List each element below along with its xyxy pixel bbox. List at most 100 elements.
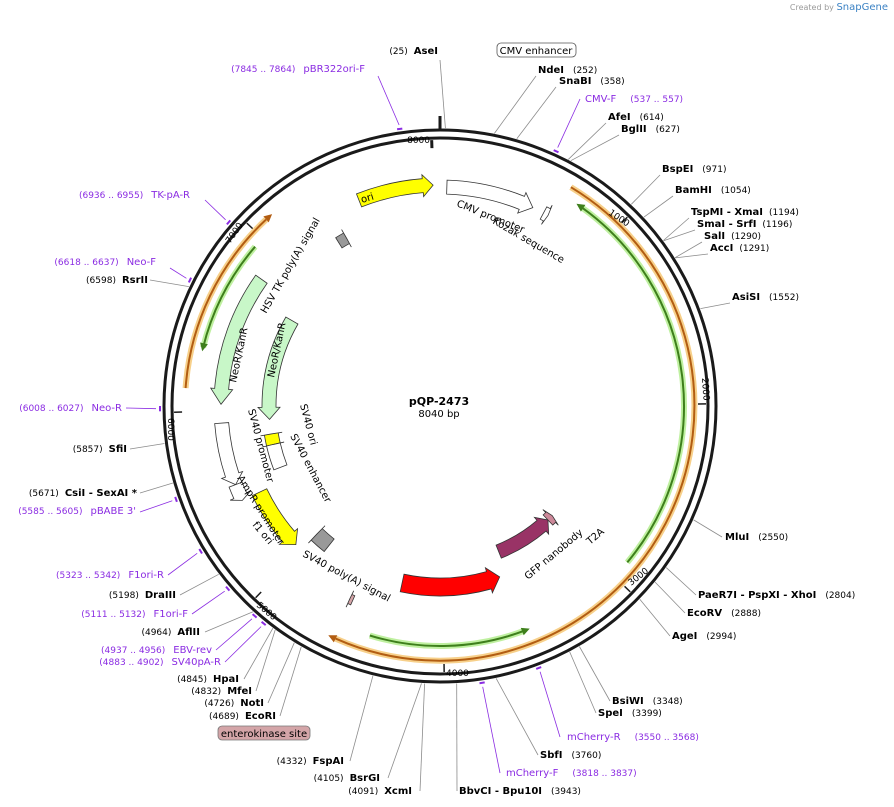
site-afeI: AfeI(614) bbox=[608, 112, 664, 123]
tick-label-8000: 8000 bbox=[407, 136, 430, 146]
primer-cmv-f: CMV-F(537 .. 557) bbox=[585, 94, 683, 105]
site-xcmI: (4091)XcmI bbox=[348, 786, 412, 797]
primer-bar-8 bbox=[251, 613, 258, 619]
mcherry-label: mCherry bbox=[464, 610, 509, 632]
leader-4 bbox=[570, 134, 620, 162]
primer-leader-5 bbox=[139, 500, 173, 513]
primer-labels: (7845 .. 7864)pBR322ori-F CMV-F(537 .. 5… bbox=[18, 64, 699, 779]
site-mluI: MluI(2550) bbox=[725, 532, 788, 543]
leader-25 bbox=[255, 629, 276, 692]
primer-bar-11 bbox=[479, 681, 485, 685]
site-speI: SpeI(3399) bbox=[598, 708, 662, 719]
primer-bar-7 bbox=[225, 585, 231, 592]
primer-bar-9 bbox=[260, 621, 267, 626]
cmv-enhancer-label: CMV enhancer bbox=[500, 46, 574, 57]
hsv-polya-label: HSV TK poly(A) signal bbox=[259, 216, 323, 315]
leader-21 bbox=[387, 683, 422, 779]
site-bspEI: BspEI(971) bbox=[662, 164, 727, 175]
primer-bar-6 bbox=[198, 548, 203, 555]
leader-23 bbox=[279, 646, 302, 717]
primer-tk-pa-r: (6936 .. 6955)TK-pA-R bbox=[79, 190, 190, 201]
primer-neo-r: (6008 .. 6027)Neo-R bbox=[19, 403, 122, 414]
leader-27 bbox=[204, 611, 254, 633]
primer-bar-5 bbox=[174, 496, 178, 503]
leader-12 bbox=[693, 519, 723, 538]
kozak-label: Kozak sequence bbox=[491, 216, 566, 266]
tick-label-4000: 4000 bbox=[446, 669, 469, 679]
primer-bar-1 bbox=[553, 149, 559, 154]
sv40-polya-feature bbox=[308, 525, 335, 553]
site-smaI-srfI: SmaI - SrfI(1196) bbox=[697, 219, 792, 230]
primer-leader-4 bbox=[125, 407, 157, 410]
plasmid-length: 8040 bp bbox=[418, 409, 459, 420]
site-bbvCI: BbvCI - Bpu10I(3943) bbox=[459, 786, 581, 797]
site-asiSI: AsiSI(1552) bbox=[732, 292, 799, 303]
ori-feature bbox=[355, 173, 434, 208]
leader-8 bbox=[663, 229, 696, 242]
primer-bar-3 bbox=[187, 277, 192, 283]
primer-f1ori-f: (5111 .. 5132)F1ori-F bbox=[81, 609, 188, 620]
site-mfeI: (4832)MfeI bbox=[191, 686, 252, 697]
site-bglII: BglII(627) bbox=[621, 124, 680, 135]
leader-26 bbox=[243, 628, 274, 680]
primer-bars bbox=[159, 127, 559, 685]
site-notI: (4726)NotI bbox=[204, 698, 264, 709]
plasmid-name: pQP-2473 bbox=[409, 395, 469, 408]
leader-28 bbox=[179, 573, 219, 596]
primer-leader-10 bbox=[539, 671, 561, 738]
gfp-nanobody-feature bbox=[495, 516, 550, 559]
primer-leader-2 bbox=[204, 199, 226, 221]
site-tspMI-xmaI: TspMI - XmaI(1194) bbox=[691, 207, 799, 218]
sv40-enhancer-feature bbox=[262, 441, 288, 471]
site-labels: (25)AseI NdeI(252) SnaBI(358) AfeI(614) … bbox=[29, 46, 855, 797]
sv40-polya-label: SV40 poly(A) signal bbox=[301, 549, 392, 605]
site-paeR7I: PaeR7I - PspXI - XhoI(2804) bbox=[698, 590, 855, 601]
scale-tick-7000 bbox=[246, 222, 254, 230]
sv40-ori-feature bbox=[260, 431, 283, 447]
primer-leader-7 bbox=[191, 590, 225, 615]
enterokinase-box bbox=[217, 725, 311, 741]
leader-31 bbox=[149, 279, 189, 287]
leader-29 bbox=[139, 482, 174, 494]
primer-mcherry-r: mCherry-R(3550 .. 3568) bbox=[567, 732, 699, 743]
primer-leader-8 bbox=[215, 618, 253, 651]
site-ndeI: NdeI(252) bbox=[538, 65, 597, 76]
hsv-polya-feature bbox=[335, 229, 352, 249]
primer-bar-2 bbox=[226, 219, 232, 226]
leader-9 bbox=[674, 241, 703, 259]
site-ageI: AgeI(2994) bbox=[672, 631, 736, 642]
site-accI: AccI(1291) bbox=[710, 243, 769, 254]
site-bsiWI: BsiWI(3348) bbox=[612, 696, 683, 707]
primer-leader-0 bbox=[377, 75, 400, 126]
leader-7 bbox=[663, 217, 690, 241]
site-ecoRI: (4689)EcoRI bbox=[209, 711, 276, 722]
leader-18 bbox=[495, 678, 539, 756]
site-aseI: (25)AseI bbox=[389, 46, 438, 57]
tick-label-6000: 6000 bbox=[165, 418, 175, 441]
site-sfiI: (5857)SfiI bbox=[73, 444, 127, 455]
primer-leader-1 bbox=[557, 98, 581, 148]
leader-16 bbox=[579, 646, 611, 702]
site-salI: SalI(1290) bbox=[704, 231, 761, 242]
f1-ori-feature bbox=[251, 488, 299, 546]
leader-17 bbox=[569, 651, 597, 714]
primer-pbabe-3: (5585 .. 5605)pBABE 3' bbox=[18, 506, 136, 517]
neor-kanr-feature-inner bbox=[257, 316, 299, 420]
leader-30 bbox=[129, 443, 165, 450]
mcherry-feature bbox=[399, 566, 501, 597]
site-sbfI: SbfI(3760) bbox=[540, 750, 601, 761]
backbone-inner-ring bbox=[170, 136, 710, 676]
enterokinase-feature bbox=[345, 590, 356, 608]
primer-leader-9 bbox=[224, 626, 262, 663]
leader-2 bbox=[516, 86, 557, 140]
primer-leader-6 bbox=[167, 552, 198, 576]
leader-13 bbox=[665, 567, 697, 596]
site-csiI-sexAI: (5671)CsiI - SexAI * bbox=[29, 488, 138, 499]
kozak-feature bbox=[539, 205, 553, 225]
snapgene-credit: Created by SnapGene bbox=[790, 2, 888, 13]
t2a-label: T2A bbox=[584, 526, 607, 548]
site-fspAI: (4332)FspAI bbox=[277, 756, 344, 767]
primer-neo-f: (6618 .. 6637)Neo-F bbox=[54, 257, 156, 268]
site-draIII: (5198)DraIII bbox=[109, 590, 176, 601]
primer-leader-lines bbox=[125, 75, 581, 774]
